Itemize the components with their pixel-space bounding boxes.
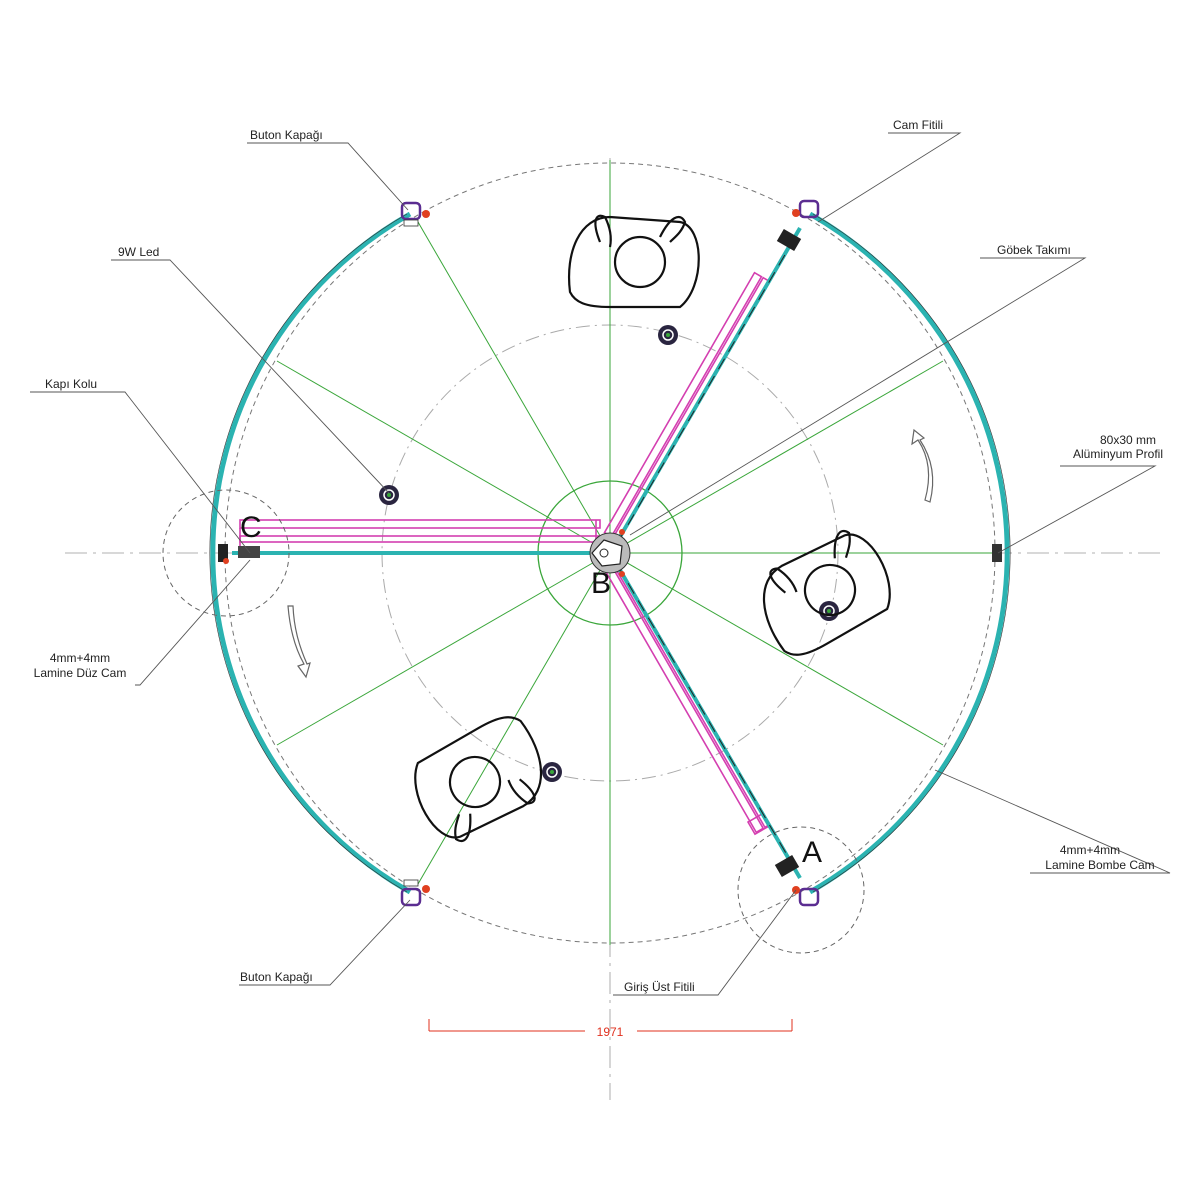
label-profil-line2: Alüminyum Profil (1073, 447, 1163, 461)
button-cover-top-left (400, 201, 430, 227)
label-buton-kapagi-bottom: Buton Kapağı (240, 970, 313, 984)
curved-glass-left (210, 211, 412, 895)
label-profil-line1: 80x30 mm (1100, 433, 1156, 447)
label-kapi-kolu: Kapı Kolu (45, 377, 97, 391)
marker-b: B (591, 567, 611, 600)
label-buton-kapagi-top: Buton Kapağı (250, 128, 323, 142)
button-cover-bottom-left (400, 879, 430, 907)
leader-lines (30, 132, 1171, 996)
label-9w-led: 9W Led (118, 245, 159, 259)
wing-end-top (776, 228, 802, 252)
label-cam-fitili: Cam Fitili (893, 118, 943, 132)
detail-circle-a (737, 826, 865, 954)
rotation-arrow-left (287, 605, 311, 679)
profile-right (992, 544, 1002, 562)
dimension-value: 1971 (597, 1025, 624, 1039)
person-icon-top (568, 214, 700, 309)
label-duz-cam-line2: Lamine Düz Cam (34, 666, 127, 680)
label-duz-cam-line1: 4mm+4mm (50, 651, 110, 665)
led-spots (379, 325, 839, 782)
marker-a: A (802, 836, 822, 869)
wing-end-bottom (774, 854, 800, 878)
label-bombe-cam-line1: 4mm+4mm (1060, 843, 1120, 857)
label-gobek-takimi: Göbek Takımı (997, 243, 1071, 257)
hub-assembly (589, 529, 631, 577)
button-cover-bottom-right (792, 886, 820, 907)
profile-left (218, 544, 260, 564)
curved-glass-right (808, 211, 1010, 895)
label-bombe-cam-line2: Lamine Bombe Cam (1045, 858, 1154, 872)
person-icon-right (762, 530, 891, 656)
dimension-line (428, 1019, 793, 1032)
marker-c: C (240, 511, 262, 544)
button-cover-top-right (792, 199, 820, 219)
label-giris-ust-fitili: Giriş Üst Fitili (624, 980, 695, 994)
person-icon-bottom (414, 716, 543, 842)
detail-circle-c (162, 489, 290, 617)
rotation-arrow-right (911, 428, 934, 503)
